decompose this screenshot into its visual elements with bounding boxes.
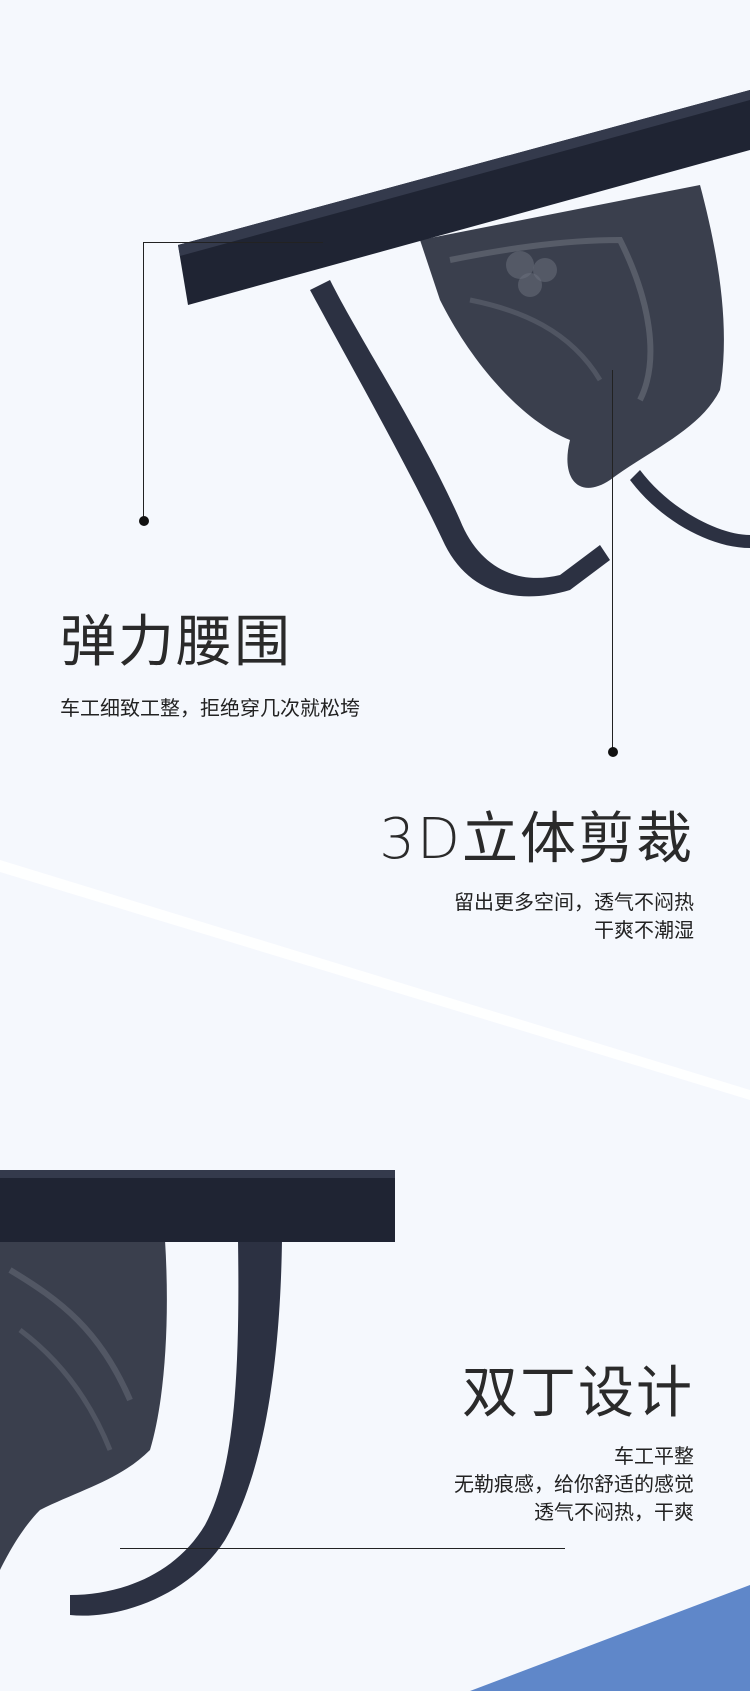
desc-line: 留出更多空间，透气不闷热 xyxy=(454,890,694,914)
callout-dot-2 xyxy=(608,747,618,757)
callout-line-horizontal-3 xyxy=(120,1548,565,1549)
section-desc-double-t-design: 车工平整 无勒痕感，给你舒适的感觉 透气不闷热，干爽 xyxy=(454,1442,694,1526)
callout-line-vertical-1 xyxy=(143,242,144,522)
section-title-elastic-waistband: 弹力腰围 xyxy=(60,610,292,675)
callout-dot-1 xyxy=(139,516,149,526)
section-desc-elastic-waistband: 车工细致工整，拒绝穿几次就松垮 xyxy=(60,694,360,722)
desc-line: 干爽不潮湿 xyxy=(594,918,694,942)
corner-accent xyxy=(470,1585,750,1691)
desc-line: 透气不闷热，干爽 xyxy=(534,1500,694,1524)
section-title-3d-cut: 3D立体剪裁 xyxy=(379,807,694,872)
desc-line: 无勒痕感，给你舒适的感觉 xyxy=(454,1472,694,1496)
callout-line-vertical-2 xyxy=(612,370,613,748)
desc-line: 车工平整 xyxy=(614,1444,694,1468)
section-title-double-t-design: 双丁设计 xyxy=(462,1361,694,1426)
callout-line-horizontal-1 xyxy=(143,242,323,243)
desc-line: 车工细致工整，拒绝穿几次就松垮 xyxy=(60,696,360,720)
section-desc-3d-cut: 留出更多空间，透气不闷热 干爽不潮湿 xyxy=(454,888,694,944)
